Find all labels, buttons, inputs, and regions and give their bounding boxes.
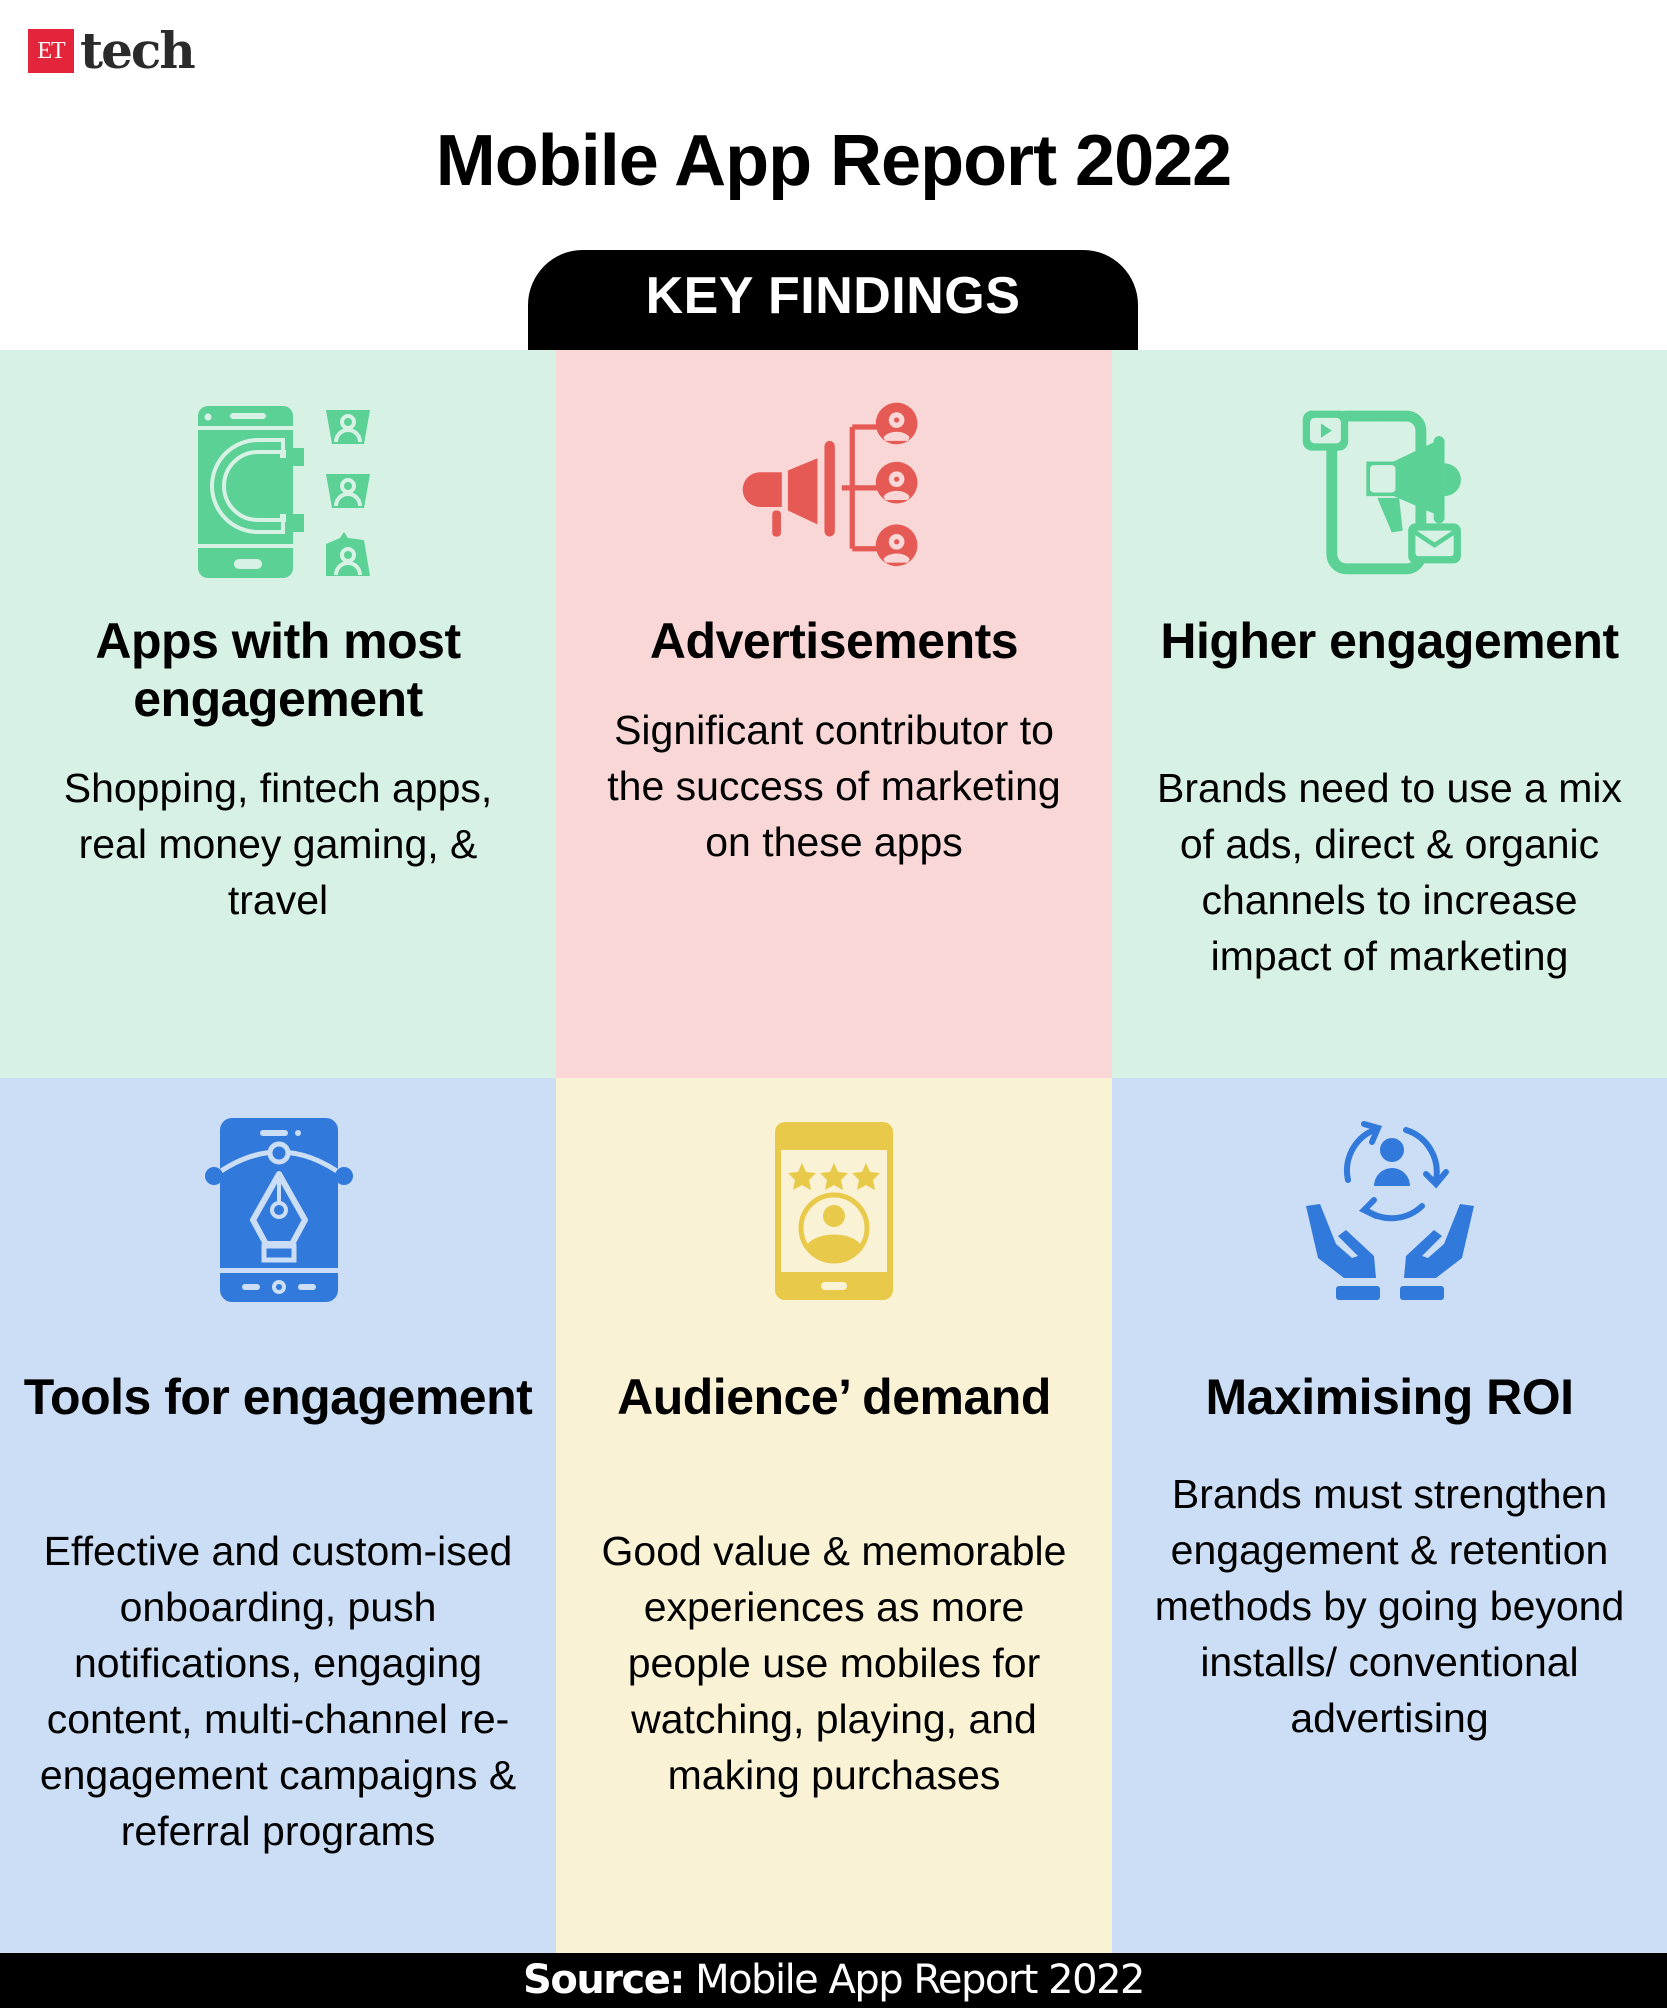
finding-body: Shopping, fintech apps, real money gamin…	[63, 765, 493, 923]
megaphone-network-icon	[742, 402, 918, 567]
finding-heading: Audience’ demand	[617, 1369, 1051, 1425]
finding-card-maximising-roi: Maximising ROI Brands must strengthen en…	[1112, 1078, 1667, 1953]
finding-card-audience-demand: Audience’ demand Good value & memorable …	[556, 1078, 1112, 1953]
finding-heading: Advertisements	[649, 613, 1019, 669]
finding-body: Significant contributor to the success o…	[607, 707, 1061, 865]
finding-body: Good value & memorable experiences as mo…	[601, 1528, 1067, 1798]
finding-body: Effective and custom-ised onboarding, pu…	[39, 1528, 517, 1854]
hands-cycle-user-icon	[1305, 1121, 1474, 1300]
phone-megaphone-mail-icon	[1302, 410, 1461, 575]
finding-heading: Tools for engagement	[23, 1369, 533, 1425]
source-label: Source:	[523, 1957, 685, 2003]
finding-body: Brands must strengthen engagement & rete…	[1154, 1471, 1625, 1741]
source-value: Mobile App Report 2022	[683, 1957, 1145, 2003]
finding-card-higher-engagement: Higher engagement Brands need to use a m…	[1112, 350, 1667, 1078]
page-title: Mobile App Report 2022	[435, 121, 1232, 201]
phone-rating-profile-icon	[775, 1122, 893, 1300]
finding-body: Brands need to use a mix of ads, direct …	[1157, 765, 1622, 979]
et-tech-logo: ET tech	[28, 21, 196, 80]
magnet-phone-users-icon	[198, 406, 370, 578]
finding-card-advertisements: Advertisements Significant contributor t…	[556, 350, 1112, 1078]
phone-pen-tool-icon	[205, 1118, 353, 1302]
key-findings-label: KEY FINDINGS	[528, 250, 1138, 354]
finding-heading: Apps with most engagement	[95, 613, 461, 727]
logo-et-badge: ET	[28, 29, 74, 73]
finding-card-apps-engagement: Apps with most engagement Shopping, fint…	[0, 350, 556, 1078]
source-footer: Source: Mobile App Report 2022	[0, 1953, 1667, 2008]
findings-grid: Apps with most engagement Shopping, fint…	[0, 350, 1667, 1953]
finding-heading: Higher engagement	[1160, 613, 1619, 669]
logo-tech-text: tech	[80, 21, 196, 80]
finding-card-tools-engagement: Tools for engagement Effective and custo…	[0, 1078, 556, 1953]
finding-heading: Maximising ROI	[1205, 1369, 1574, 1425]
